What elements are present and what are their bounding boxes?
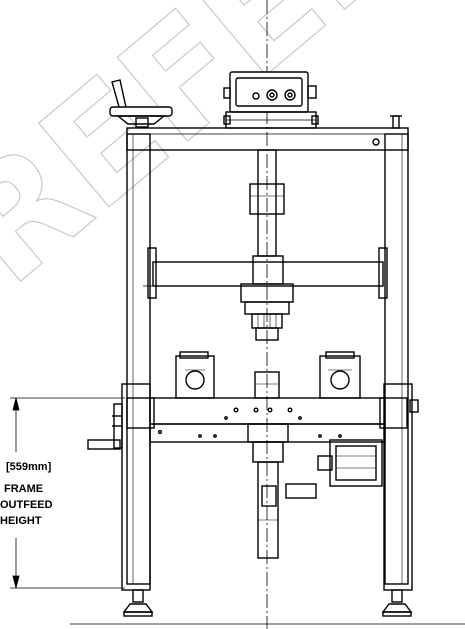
left-guide-clamp	[175, 351, 215, 399]
right-column	[379, 133, 419, 591]
dimension-text-frame: FRAME	[4, 483, 43, 495]
height-dimension	[10, 397, 125, 589]
middle-crossbar	[143, 149, 388, 341]
watermark: REFERENCE	[0, 0, 465, 318]
crank-handle-icon	[87, 403, 123, 450]
dimension-text-outfeed: OUTFEED	[0, 499, 53, 511]
right-foot	[381, 589, 413, 617]
dimension-text-mm: [559mm]	[6, 461, 52, 473]
left-foot	[122, 589, 154, 617]
handwheel-icon	[109, 79, 173, 128]
drive-motor	[317, 439, 383, 487]
watermark-text: REFERENCE	[0, 0, 465, 318]
dimension-text-height: HEIGHT	[0, 515, 42, 527]
conveyor-bed	[149, 371, 386, 443]
top-right-bolt	[390, 115, 402, 129]
right-guide-clamp	[319, 351, 361, 399]
control-box-icon	[223, 71, 319, 129]
bottom-tape-head	[247, 423, 317, 559]
